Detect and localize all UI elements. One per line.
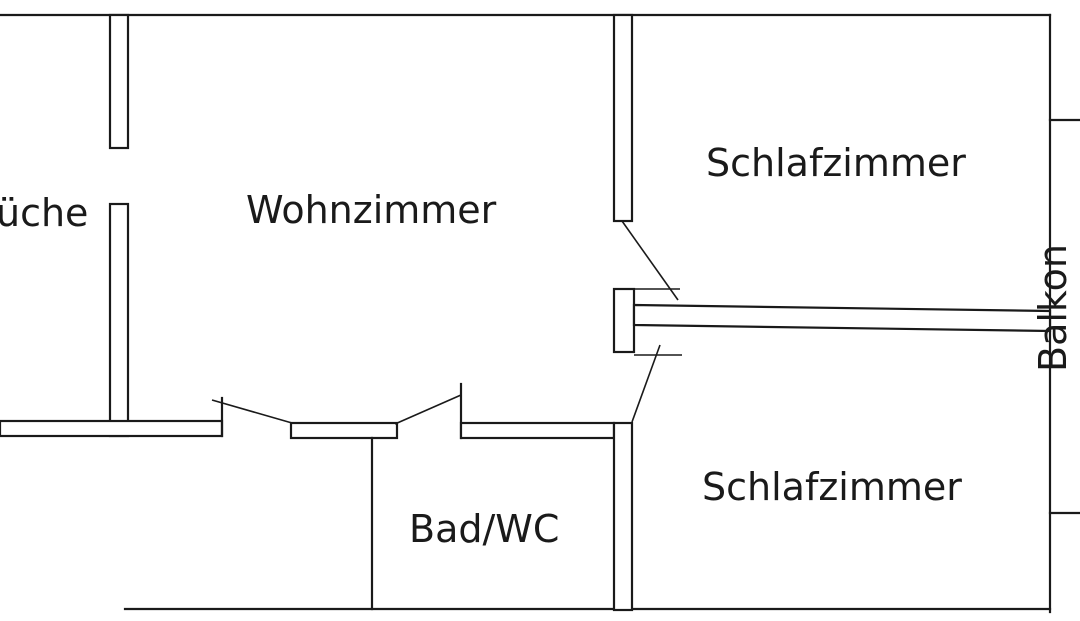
wall-kitchen-lower [108,202,130,438]
room-label-living-room: Wohnzimmer [246,188,497,232]
wall-between-bedrooms [632,303,1052,333]
door-swing-bedroom-lower [631,344,661,423]
wall-corridor-left [0,419,224,438]
door-swing-bedroom-upper [621,220,679,301]
room-label-kitchen: üche [0,191,88,235]
room-label-bath: Bad/WC [409,507,559,551]
wall-bedroom-upper [612,13,634,223]
wall-kitchen-upper [108,13,130,150]
wall-stub-center [612,287,636,354]
room-label-balcony: Balkon [1031,244,1075,372]
room-label-bedroom-lower: Schlafzimmer [702,465,962,509]
wall-bedroom-lower [612,421,634,612]
wall-corridor-right [459,421,616,440]
wall-corridor-middle [289,421,399,440]
room-label-bedroom-upper: Schlafzimmer [706,141,966,185]
door-swing-right [394,394,462,425]
door-swing-left [211,399,293,424]
